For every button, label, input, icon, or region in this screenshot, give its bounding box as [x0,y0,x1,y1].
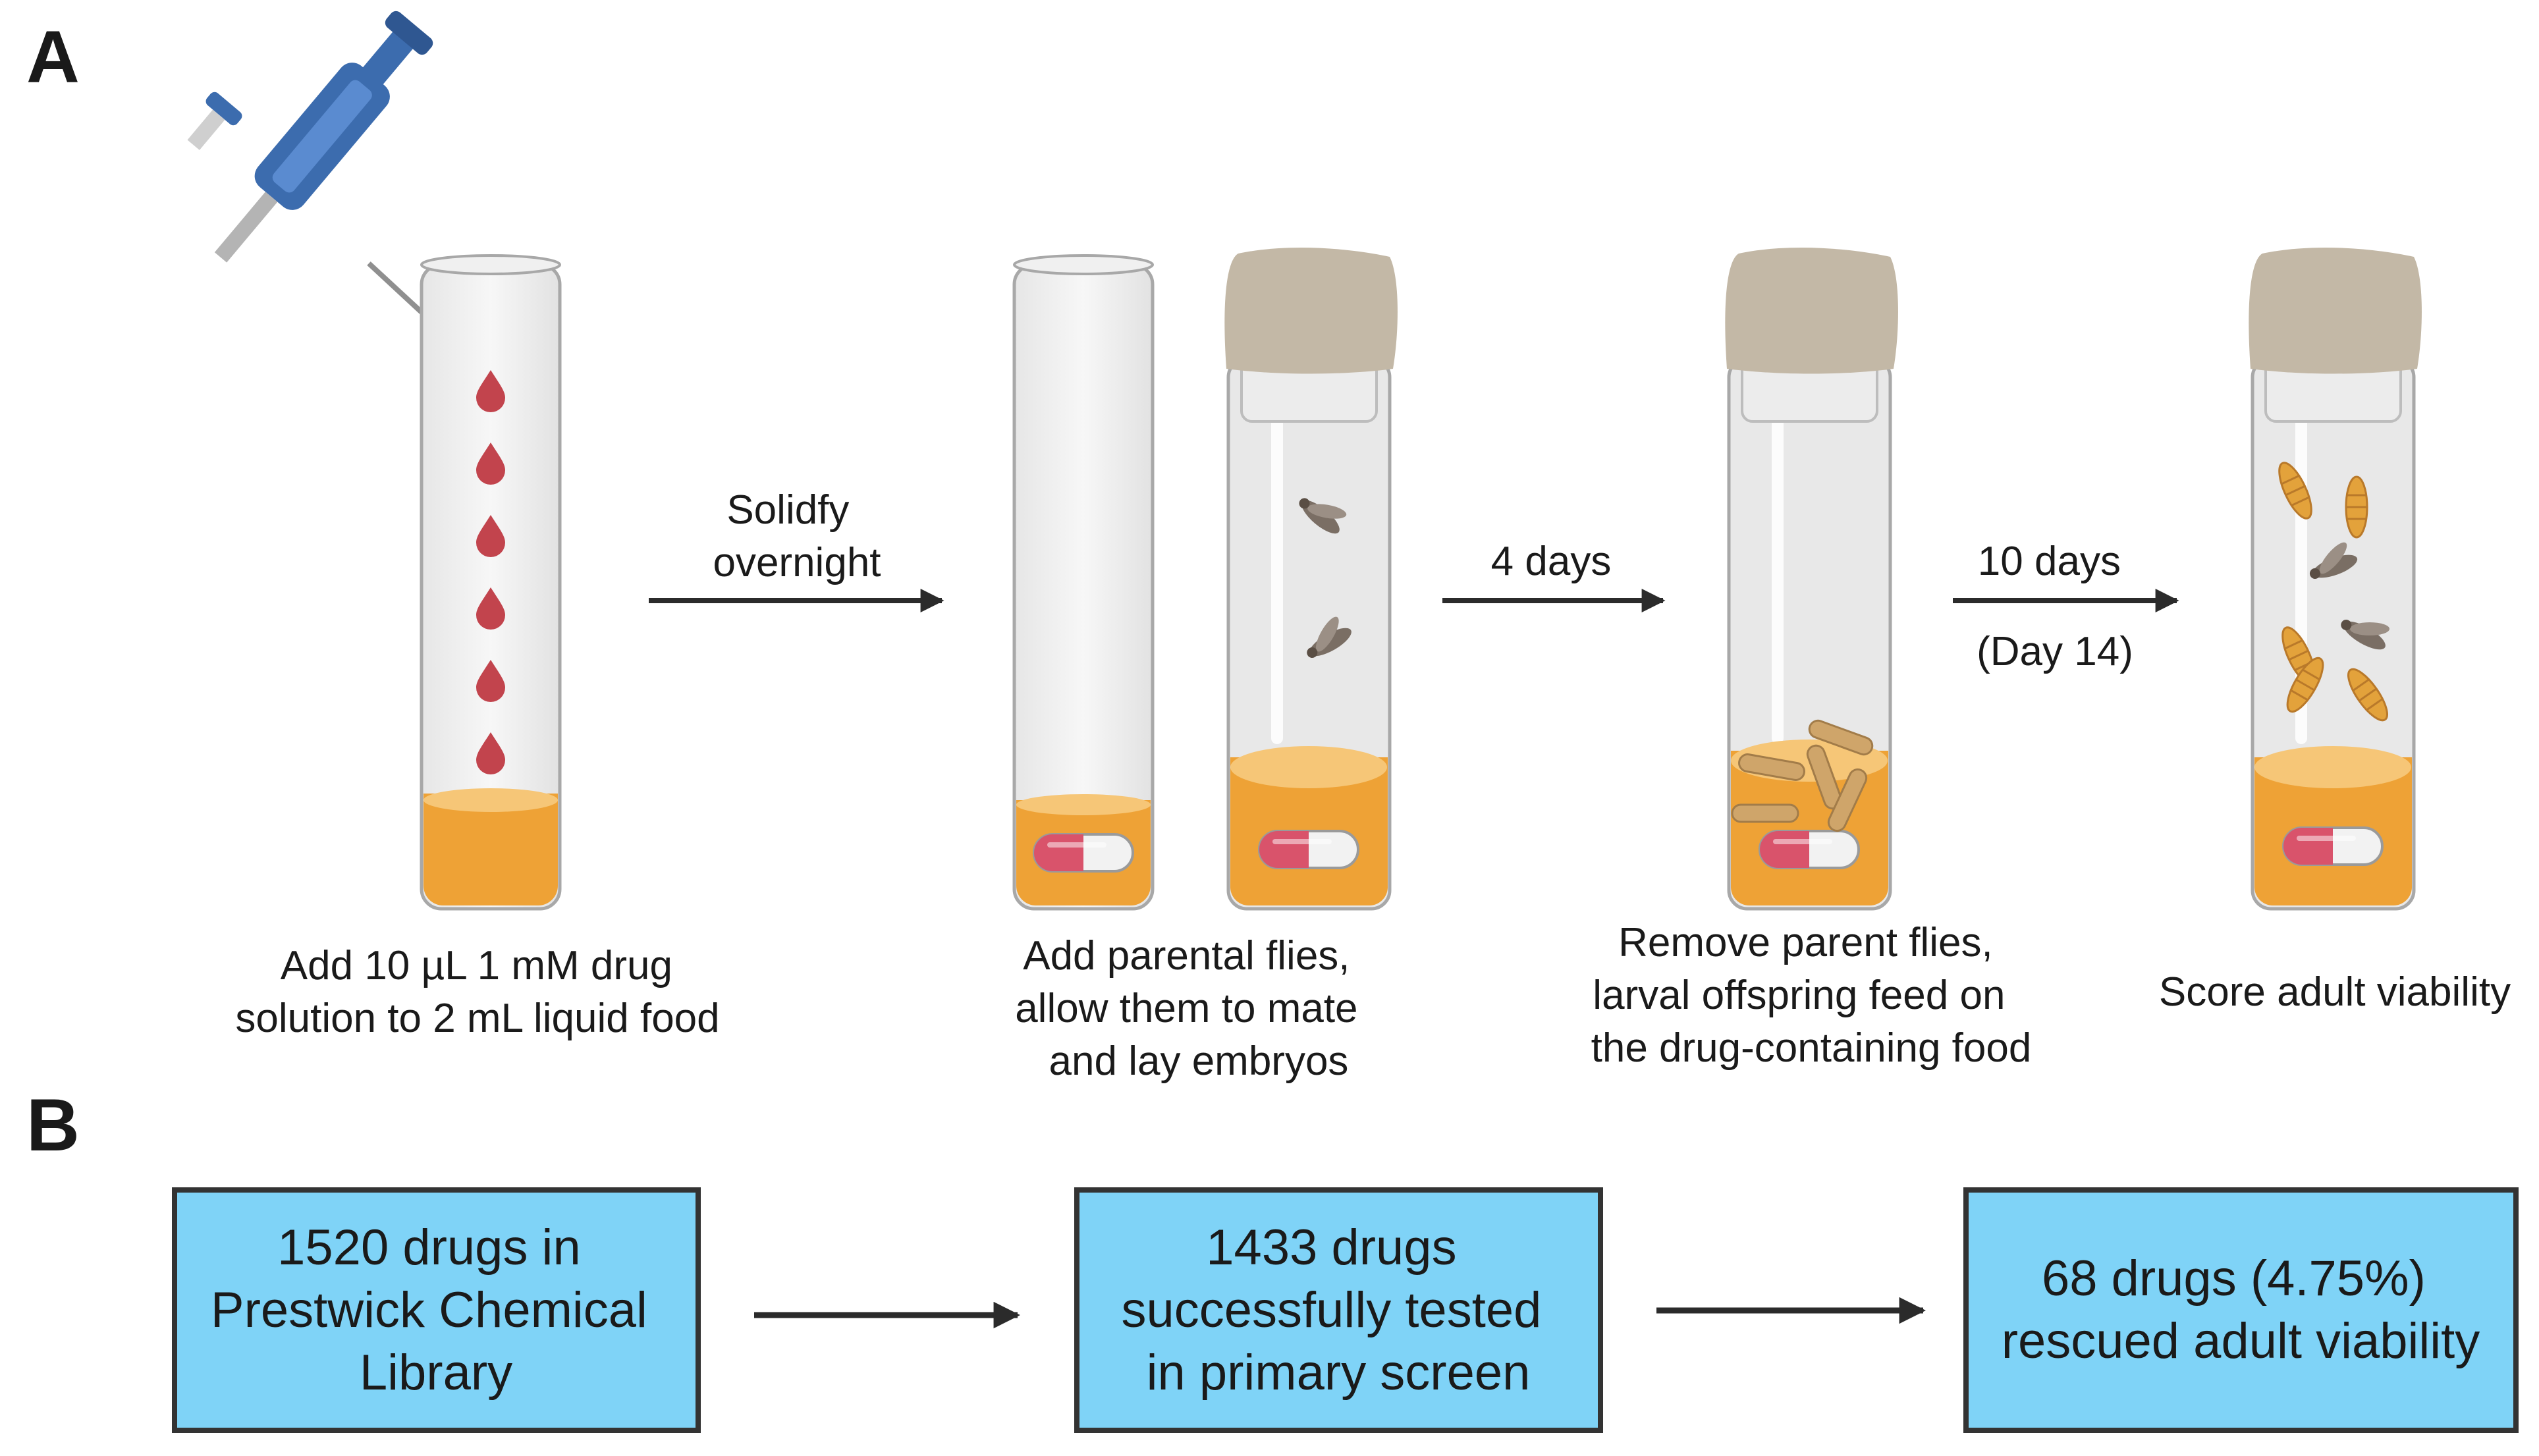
caption-line: Score adult viability [2159,969,2511,1015]
arrow-label-line: 10 days [1978,539,2121,584]
flow-box-3: 68 drugs (4.75%) rescued adult viability [1963,1187,2519,1433]
tube-liquid-food [420,254,562,911]
box-line: rescued adult viability [2002,1313,2480,1369]
pupa-icon [2345,475,2368,539]
box-line: 68 drugs (4.75%) [2042,1251,2426,1307]
drug-capsule-icon [1759,830,1860,869]
vial-adults [2249,247,2422,911]
caption-line: Add parental flies, [1023,933,1350,979]
arrow-label-3: 10 days (Day 14) [1977,539,2133,674]
step-caption-2: Add parental flies, allow them to mate a… [1015,933,1369,1084]
larva-icon [1731,803,1799,823]
arrow-label-line: overnight [713,540,881,585]
panel-label-b: B [26,1084,80,1166]
pipette-icon [187,11,478,365]
arrow-label-1: Solidfy overnight [713,487,881,585]
vial-parental-flies [1224,247,1398,911]
box-line: 1433 drugs [1206,1220,1456,1276]
caption-line: and lay embryos [1049,1038,1349,1084]
flow-box-3-text: 68 drugs (4.75%) rescued adult viability [2002,1251,2480,1369]
step-caption-3: Remove parent flies, larval offspring fe… [1591,920,2032,1071]
box-line: successfully tested [1122,1282,1542,1338]
flow-box-1-text: 1520 drugs in Prestwick Chemical Library [211,1220,661,1401]
flow-box-2-text: 1433 drugs successfully tested in primar… [1122,1220,1556,1401]
caption-line: Remove parent flies, [1618,920,1993,965]
drug-capsule-icon [1033,833,1134,873]
caption-line: the drug-containing food [1591,1025,2032,1071]
box-line: in primary screen [1147,1345,1531,1401]
drug-capsule-icon [2282,826,2384,866]
arrow-label-2: 4 days [1491,539,1612,584]
box-line: Library [360,1345,512,1401]
flow-box-2: 1433 drugs successfully tested in primar… [1074,1187,1603,1433]
vial-larvae [1725,247,1898,911]
tube-solid-food [1012,254,1155,911]
caption-line: larval offspring feed on [1593,973,2005,1018]
step-caption-4: Score adult viability [2159,969,2511,1015]
caption-line: Add 10 µL 1 mM drug [281,943,672,988]
step-caption-1: Add 10 µL 1 mM drug solution to 2 mL liq… [235,943,719,1041]
arrow-label-line: 4 days [1491,539,1612,584]
arrow-label-line: (Day 14) [1977,629,2133,674]
caption-line: allow them to mate [1015,986,1357,1031]
flow-box-1: 1520 drugs in Prestwick Chemical Library [172,1187,701,1433]
caption-line: solution to 2 mL liquid food [235,996,719,1041]
box-line: Prestwick Chemical [211,1282,647,1338]
drug-capsule-icon [1258,830,1359,869]
arrow-label-line: Solidfy [726,487,849,533]
box-line: 1520 drugs in [277,1220,581,1276]
panel-label-a: A [26,16,80,98]
